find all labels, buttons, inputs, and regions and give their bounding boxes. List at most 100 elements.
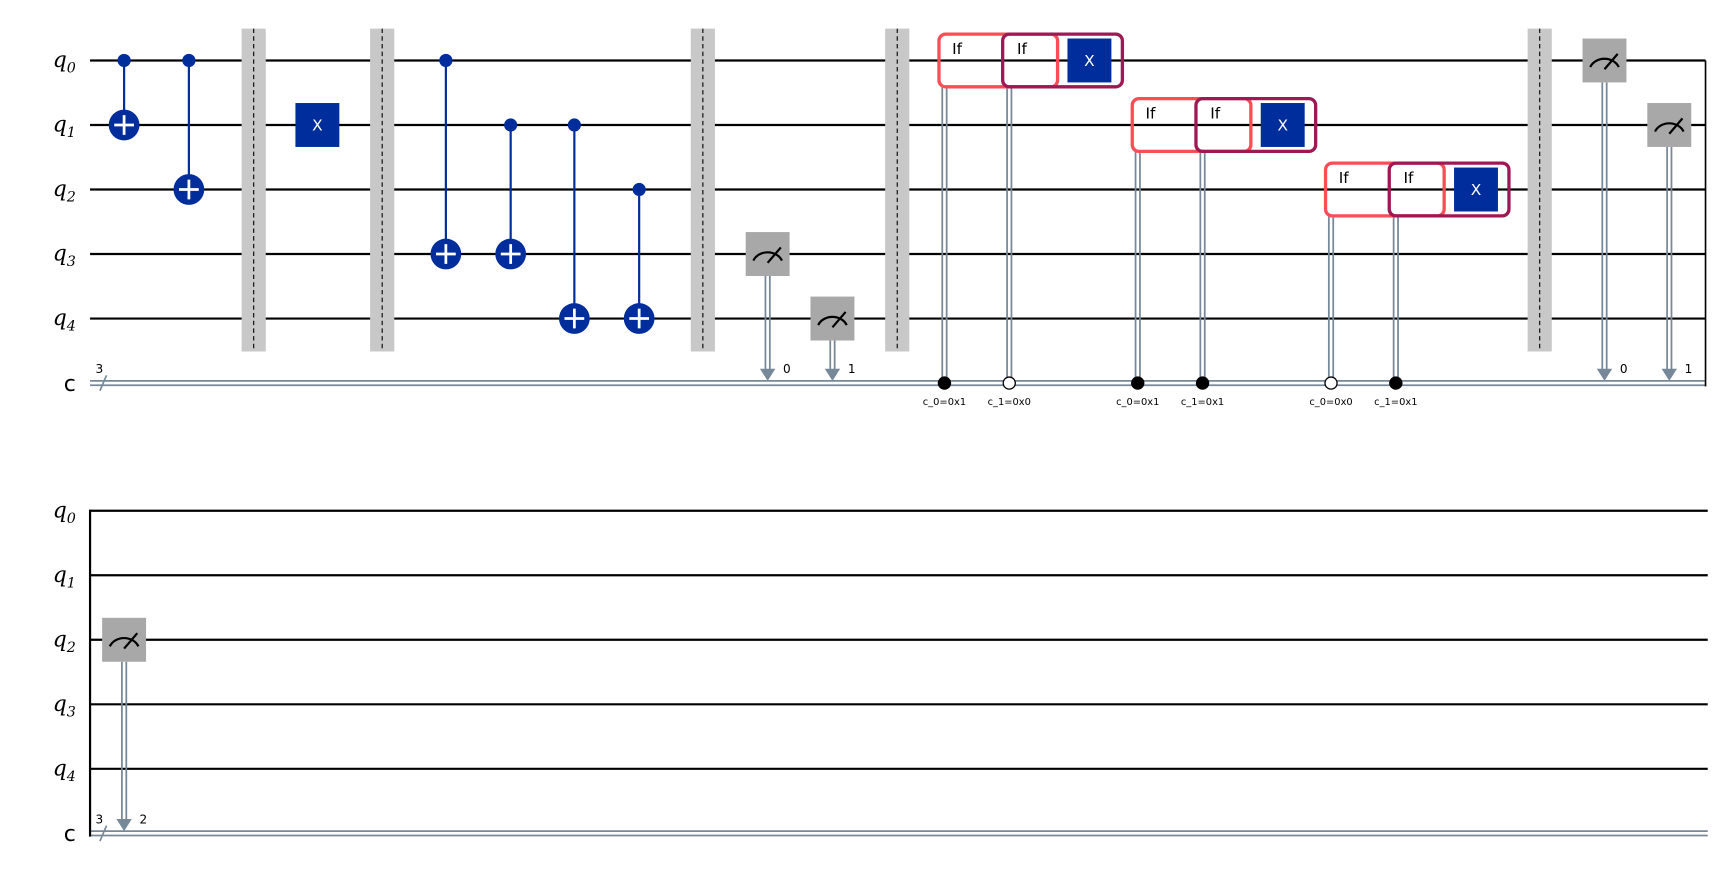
condition-label: c_1=0x1	[1374, 397, 1417, 408]
if-box-outer	[1323, 161, 1446, 218]
barrier	[370, 28, 395, 352]
meter-icon	[108, 636, 140, 647]
classical-label: c	[64, 822, 76, 847]
arrow-down-icon	[824, 368, 841, 381]
cnot-gate	[430, 53, 462, 270]
condition-label: c_0=0x1	[923, 397, 966, 408]
meter-icon	[1654, 122, 1685, 133]
if-label: If	[1339, 169, 1350, 187]
condition-open-dot-icon	[1002, 376, 1016, 390]
if-label: If	[1404, 169, 1415, 187]
control-dot-icon	[632, 182, 646, 197]
if-label: If	[952, 40, 963, 58]
qubit-label-q1: q1	[53, 563, 76, 591]
clbit-index: 0	[783, 362, 791, 376]
cnot-gate	[173, 53, 205, 205]
x-gate: X	[295, 103, 340, 147]
measure-box	[102, 617, 147, 662]
plus-icon	[435, 244, 456, 264]
condition-filled-dot-icon	[937, 376, 952, 390]
if-box-outer	[937, 32, 1060, 89]
barrier	[885, 28, 910, 352]
qubit-label-q4: q4	[53, 306, 76, 334]
condition-open-dot-icon	[1324, 376, 1338, 390]
qubit-label-q4: q4	[53, 756, 76, 784]
if-box-outer	[1130, 96, 1253, 153]
plus-icon	[179, 179, 199, 200]
control-dot-icon	[504, 118, 518, 132]
plus-icon	[500, 244, 521, 264]
if-box-inner	[1001, 32, 1125, 89]
if-else-block: c_0=0x1 c_1=0x1 If IfX	[1116, 96, 1318, 408]
meter-icon	[1589, 57, 1620, 68]
measure-gate: 1	[1647, 103, 1692, 381]
arrow-down-icon	[1661, 368, 1677, 381]
clbit-index: 2	[139, 812, 147, 826]
meter-needle-icon	[831, 311, 847, 329]
if-label: If	[1210, 104, 1221, 122]
plus-icon	[629, 308, 650, 329]
qubit-label-q3: q3	[53, 242, 76, 270]
cnot-gate	[623, 182, 655, 334]
condition-label: c_1=0x1	[1181, 397, 1224, 408]
x-gate-label: X	[1277, 116, 1288, 134]
barrier	[1527, 28, 1552, 352]
if-label: If	[1017, 40, 1028, 58]
clbit-index: 1	[848, 362, 856, 376]
measure-box	[1582, 38, 1627, 83]
x-gate-label: X	[312, 116, 323, 134]
x-gate-box	[1067, 38, 1112, 83]
arrow-down-icon	[1596, 368, 1613, 381]
if-else-block: c_0=0x0 c_1=0x1 If IfX	[1309, 161, 1511, 408]
measure-box	[745, 232, 790, 276]
classical-label: c	[64, 372, 76, 397]
qubit-label-q3: q3	[53, 692, 76, 720]
barrier	[690, 28, 715, 352]
x-gate-box	[1260, 103, 1305, 147]
classical-register-size: 3	[96, 812, 104, 826]
bus-slash-icon	[99, 825, 108, 842]
measure-box	[1647, 103, 1692, 147]
measure-gate: 0	[1582, 38, 1628, 381]
if-label: If	[1145, 104, 1156, 122]
qubit-label-q0: q0	[53, 48, 76, 76]
cnot-gate	[495, 118, 527, 270]
condition-label: c_0=0x0	[1309, 397, 1352, 408]
x-gate-box	[1454, 167, 1498, 212]
if-box-inner	[1194, 96, 1318, 153]
meter-needle-icon	[1668, 117, 1684, 135]
arrow-down-icon	[116, 819, 132, 832]
condition-filled-dot-icon	[1131, 376, 1145, 390]
clbit-index: 1	[1685, 362, 1693, 376]
x-gate-box	[295, 103, 340, 147]
condition-label: c_0=0x1	[1116, 397, 1159, 408]
x-gate-label: X	[1084, 52, 1095, 70]
barrier	[241, 28, 266, 352]
control-dot-icon	[567, 118, 581, 132]
condition-filled-dot-icon	[1195, 376, 1210, 390]
control-dot-icon	[182, 53, 196, 68]
control-dot-icon	[439, 53, 453, 68]
x-gate-label: X	[1471, 181, 1482, 199]
qubit-label-q2: q2	[53, 177, 76, 205]
meter-needle-icon	[766, 246, 782, 264]
classical-register-size: 3	[96, 362, 104, 376]
measure-gate: 0	[745, 232, 791, 381]
meter-icon	[752, 251, 783, 262]
cnot-gate	[108, 53, 140, 141]
measure-gate: 1	[810, 296, 856, 381]
measure-box	[810, 296, 855, 341]
if-box-inner	[1387, 161, 1511, 218]
qubit-label-q1: q1	[53, 113, 76, 141]
measure-gate: 2	[102, 617, 147, 832]
meter-needle-icon	[123, 632, 139, 650]
meter-needle-icon	[1603, 53, 1619, 70]
condition-filled-dot-icon	[1389, 376, 1403, 390]
cnot-gate	[558, 118, 590, 334]
meter-icon	[817, 315, 848, 326]
